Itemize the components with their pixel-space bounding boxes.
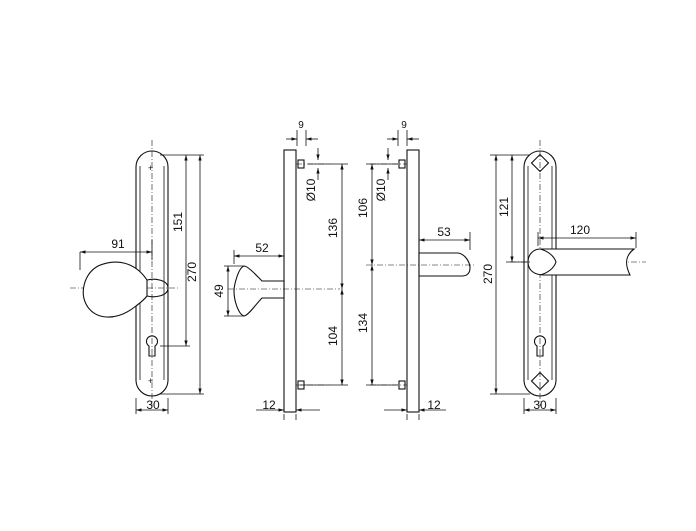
dim-plate-width: 30: [533, 398, 547, 412]
front-lever-view: 120 270 121 30: [481, 140, 646, 414]
dim-upper-136: 136: [326, 218, 340, 238]
dim-knob-projection: 91: [111, 237, 125, 251]
dim-to-cylinder: 121: [497, 197, 511, 217]
dim-lower-134: 134: [356, 313, 370, 333]
dim-pin-diameter: Ø10: [304, 178, 318, 201]
dim-lower-104: 104: [326, 326, 340, 346]
side-knob-view: 9 Ø10 136 104 52 49 12: [212, 120, 348, 420]
dim-pin-diameter: Ø10: [374, 178, 388, 201]
dim-lever-length: 120: [570, 223, 590, 237]
dim-plate-thickness: 12: [262, 398, 276, 412]
side-lever-view: 9 Ø10 106 134 53 12: [356, 120, 476, 420]
svg-text:+: +: [148, 376, 153, 386]
screw-icon: [530, 153, 550, 173]
oval-knob-icon: [82, 261, 148, 318]
dim-spindle-offset: 9: [298, 120, 304, 131]
backplate-side: [406, 149, 420, 413]
knob-side-icon: [233, 265, 285, 317]
dim-plate-length: 270: [185, 262, 199, 282]
dim-spindle-offset: 9: [401, 120, 407, 131]
dim-knob-depth: 52: [255, 241, 269, 255]
lever-side-icon: [418, 252, 471, 277]
dim-upper-106: 106: [356, 198, 370, 218]
cylinder-keyhole: [533, 335, 547, 357]
dim-knob-height: 49: [212, 284, 226, 298]
front-knob-view: + + 91 151 270 30: [70, 140, 204, 414]
dim-plate-width: 30: [146, 398, 160, 412]
dim-plate-thickness: 12: [427, 398, 441, 412]
dim-plate-length: 270: [481, 264, 495, 284]
lever-handle-icon: [527, 248, 636, 276]
dim-lever-depth: 53: [437, 225, 451, 239]
svg-text:+: +: [148, 163, 153, 173]
cylinder-keyhole: [145, 335, 159, 357]
backplate-side: [283, 149, 297, 413]
screw-icon: [530, 371, 550, 391]
dim-to-cylinder: 151: [171, 212, 185, 232]
